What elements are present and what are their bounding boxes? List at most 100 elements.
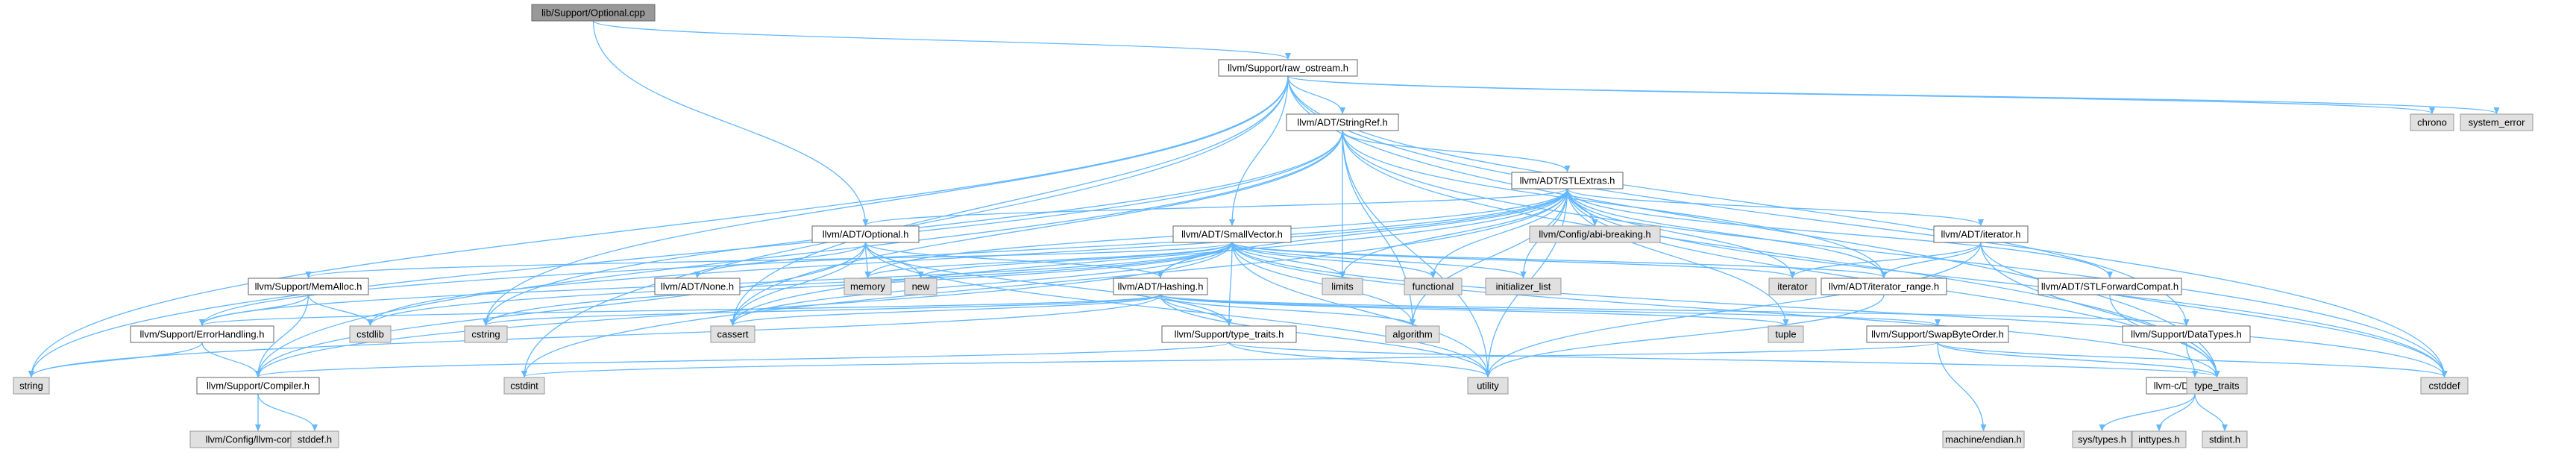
- edge-smallvector-to-cstdlib: [371, 242, 1233, 325]
- edge-smallvector-to-compiler: [258, 242, 1233, 377]
- edge-hashing-to-utility: [1160, 294, 1488, 377]
- node-stlforward[interactable]: llvm/ADT/STLForwardCompat.h: [2038, 278, 2182, 295]
- node-box: [1218, 59, 1358, 77]
- node-box: [2460, 113, 2533, 131]
- node-smallvector[interactable]: llvm/ADT/SmallVector.h: [1172, 225, 1292, 243]
- edge-smallvector-to-utility: [1231, 242, 1488, 377]
- node-box: [2072, 430, 2132, 448]
- node-label: llvm/Support/MemAlloc.h: [255, 281, 362, 292]
- node-abi_breaking: llvm/Config/abi-breaking.h: [1529, 225, 1661, 243]
- node-box: [13, 377, 50, 395]
- edge-raw_ostream-to-string: [31, 75, 1289, 377]
- edge-iterator_h-to-type_traits: [1980, 242, 2217, 377]
- node-box: [1511, 172, 1624, 189]
- edge-stlextras-to-cassert: [733, 188, 1568, 325]
- edge-iterator_h-to-iterator: [1793, 242, 1982, 278]
- node-stlextras[interactable]: llvm/ADT/STLExtras.h: [1511, 172, 1624, 189]
- node-box: [2038, 278, 2182, 295]
- node-iterator_range[interactable]: llvm/ADT/iterator_range.h: [1821, 278, 1947, 295]
- edge-smallvector-to-memalloc: [309, 242, 1233, 278]
- node-iterator_h[interactable]: llvm/ADT/iterator.h: [1933, 225, 2029, 243]
- edge-smallvector-to-type_traits_h: [1229, 242, 1233, 325]
- node-root[interactable]: lib/Support/Optional.cpp: [531, 4, 656, 22]
- node-compiler[interactable]: llvm/Support/Compiler.h: [196, 377, 320, 395]
- node-errorhandling[interactable]: llvm/Support/ErrorHandling.h: [130, 325, 274, 343]
- node-box: [1286, 113, 1399, 131]
- edge-optional_h-to-hashing: [864, 242, 1161, 278]
- edge-raw_ostream-to-cstring: [486, 75, 1289, 325]
- edge-type_traits_h-to-type_traits: [1228, 342, 2217, 377]
- node-limits: limits: [1322, 278, 1363, 295]
- edge-stlextras-to-hashing: [1160, 188, 1568, 278]
- edge-stringref-to-cstddef: [1342, 130, 2445, 377]
- edge-swapbyteorder-to-type_traits: [1937, 342, 2217, 377]
- edge-root-to-optional_h: [592, 20, 866, 225]
- edge-memalloc-to-cstdlib: [307, 294, 371, 325]
- node-sys_types: sys/types.h: [2072, 430, 2132, 448]
- edge-stringref-to-cassert: [733, 130, 1343, 325]
- node-none_h[interactable]: llvm/ADT/None.h: [654, 278, 741, 295]
- node-label: cstdlib: [356, 329, 384, 340]
- node-stdint: stdint.h: [2202, 430, 2248, 448]
- node-label: stddef.h: [298, 434, 332, 445]
- node-box: [196, 377, 320, 395]
- node-type_traits_h[interactable]: llvm/Support/type_traits.h: [1161, 325, 1297, 343]
- node-stringref[interactable]: llvm/ADT/StringRef.h: [1286, 113, 1399, 131]
- node-box: [290, 430, 339, 448]
- edge-type_traits_h-to-compiler: [258, 342, 1230, 377]
- node-iterator: iterator: [1768, 278, 1817, 295]
- node-label: cstddef: [2429, 380, 2460, 392]
- edge-smallvector-to-limits: [1231, 242, 1342, 278]
- node-label: inttypes.h: [2138, 434, 2180, 445]
- node-box: [2202, 430, 2248, 448]
- node-box: [2186, 377, 2248, 395]
- edge-smallvector-to-functional: [1231, 242, 1433, 278]
- edge-smallvector-to-initializer_list: [1231, 242, 1524, 278]
- node-memalloc[interactable]: llvm/Support/MemAlloc.h: [248, 278, 369, 295]
- node-optional_h[interactable]: llvm/ADT/Optional.h: [811, 225, 920, 243]
- edge-stlextras-to-iterator: [1566, 188, 1793, 278]
- node-hashing[interactable]: llvm/ADT/Hashing.h: [1113, 278, 1208, 295]
- edge-stlextras-to-algorithm: [1413, 188, 1568, 325]
- node-box: [349, 325, 392, 343]
- node-box: [2122, 325, 2251, 343]
- node-label: llvm/ADT/STLExtras.h: [1520, 175, 1615, 187]
- node-box: [1933, 225, 2029, 243]
- node-datatypes[interactable]: llvm/Support/DataTypes.h: [2122, 325, 2251, 343]
- node-raw_ostream[interactable]: llvm/Support/raw_ostream.h: [1218, 59, 1358, 77]
- edge-hashing-to-type_traits_h: [1160, 294, 1229, 325]
- edge-smallvector-to-iterator_range: [1231, 242, 1884, 278]
- node-cstring: cstring: [464, 325, 508, 343]
- node-swapbyteorder[interactable]: llvm/Support/SwapByteOrder.h: [1866, 325, 2009, 343]
- node-box: [464, 325, 508, 343]
- edge-datatypes-to-c_datatypes: [2185, 342, 2196, 377]
- node-box: [1485, 278, 1562, 295]
- node-cstdlib: cstdlib: [349, 325, 392, 343]
- node-string: string: [13, 377, 50, 395]
- node-label: string: [19, 380, 43, 392]
- node-label: llvm/Support/Compiler.h: [207, 380, 310, 392]
- node-initializer_list: initializer_list: [1485, 278, 1562, 295]
- node-label: chrono: [2417, 117, 2447, 128]
- edge-stlextras-to-iterator_h: [1566, 188, 1982, 225]
- node-box: [2132, 430, 2187, 448]
- edge-stlextras-to-cstddef: [1566, 188, 2445, 377]
- node-label: cstdint: [510, 380, 538, 392]
- edge-stringref-to-stlextras: [1342, 130, 1568, 172]
- node-label: initializer_list: [1496, 281, 1551, 292]
- edge-hashing-to-cassert: [733, 294, 1161, 325]
- node-box: [248, 278, 369, 295]
- node-box: [1322, 278, 1363, 295]
- node-new: new: [904, 278, 937, 295]
- edge-swapbyteorder-to-machine_endian: [1937, 342, 1984, 430]
- edge-raw_ostream-to-type_traits: [1287, 75, 2217, 377]
- node-label: cstring: [471, 329, 500, 340]
- edge-root-to-raw_ostream: [592, 20, 1289, 59]
- node-box: [1467, 377, 1509, 395]
- node-box: [654, 278, 741, 295]
- node-box: [531, 4, 656, 22]
- edge-errorhandling-to-string: [31, 342, 203, 377]
- node-box: [1768, 325, 1804, 343]
- node-type_traits: type_traits: [2186, 377, 2248, 395]
